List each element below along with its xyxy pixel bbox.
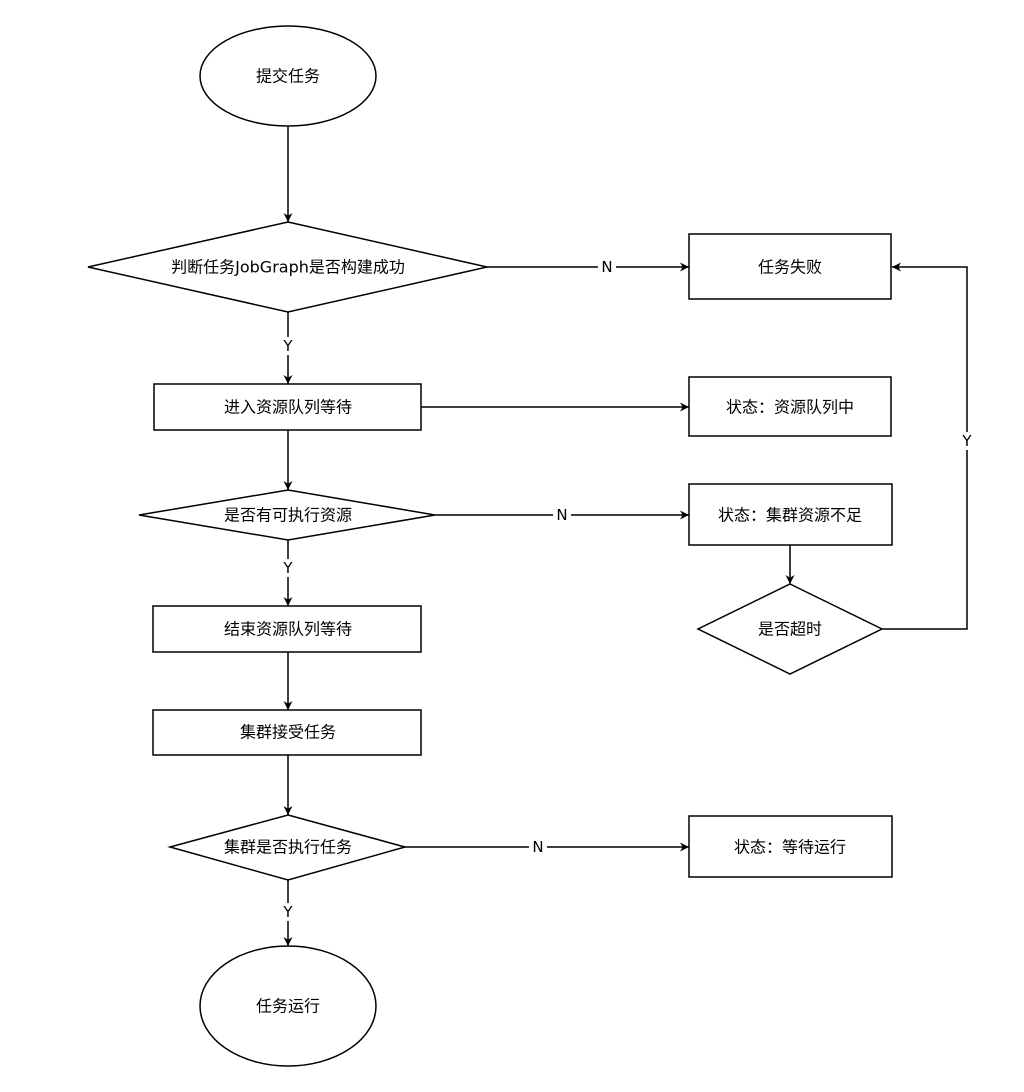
- node-status-insufficient[interactable]: 状态：集群资源不足: [688, 483, 893, 546]
- edge-labels: N Y N Y Y N Y: [280, 258, 975, 921]
- node-status-in-queue-label: 状态：资源队列中: [726, 398, 854, 417]
- node-status-insufficient-label: 状态：集群资源不足: [718, 506, 862, 525]
- node-has-resources-label: 是否有可执行资源: [224, 506, 352, 525]
- node-status-waiting[interactable]: 状态：等待运行: [688, 815, 893, 878]
- node-is-timeout-label: 是否超时: [758, 620, 822, 639]
- node-submit-label: 提交任务: [256, 67, 320, 86]
- node-has-resources[interactable]: 是否有可执行资源: [138, 489, 436, 541]
- node-cluster-accept-label: 集群接受任务: [240, 723, 336, 742]
- node-status-in-queue[interactable]: 状态：资源队列中: [688, 376, 892, 437]
- edge-timeout-to-failed: [882, 262, 968, 630]
- node-task-running-label: 任务运行: [256, 997, 320, 1016]
- edge-label-yes-timeout: Y: [961, 432, 972, 450]
- node-end-queue[interactable]: 结束资源队列等待: [152, 605, 422, 653]
- node-cluster-accept[interactable]: 集群接受任务: [152, 709, 422, 756]
- edge-label-no-execute: N: [532, 838, 543, 856]
- node-cluster-execute[interactable]: 集群是否执行任务: [167, 814, 408, 881]
- node-task-running[interactable]: 任务运行: [199, 945, 377, 1067]
- node-enter-queue-label: 进入资源队列等待: [224, 398, 352, 417]
- node-is-timeout[interactable]: 是否超时: [696, 583, 884, 675]
- node-task-failed-label: 任务失败: [758, 258, 822, 277]
- edge-label-yes-resources: Y: [282, 559, 293, 577]
- edge-label-no-check: N: [601, 258, 612, 276]
- node-status-waiting-label: 状态：等待运行: [734, 838, 846, 857]
- node-end-queue-label: 结束资源队列等待: [224, 620, 352, 639]
- node-enter-queue[interactable]: 进入资源队列等待: [153, 383, 422, 431]
- edge-label-yes-execute: Y: [282, 903, 293, 921]
- edge-label-yes-check: Y: [282, 337, 293, 355]
- node-cluster-execute-label: 集群是否执行任务: [224, 838, 352, 857]
- node-submit[interactable]: 提交任务: [199, 25, 377, 127]
- node-task-failed[interactable]: 任务失败: [688, 233, 892, 300]
- node-check-jobgraph[interactable]: 判断任务JobGraph是否构建成功: [87, 221, 488, 313]
- node-check-jobgraph-label: 判断任务JobGraph是否构建成功: [171, 258, 405, 277]
- edge-label-no-resources: N: [556, 506, 567, 524]
